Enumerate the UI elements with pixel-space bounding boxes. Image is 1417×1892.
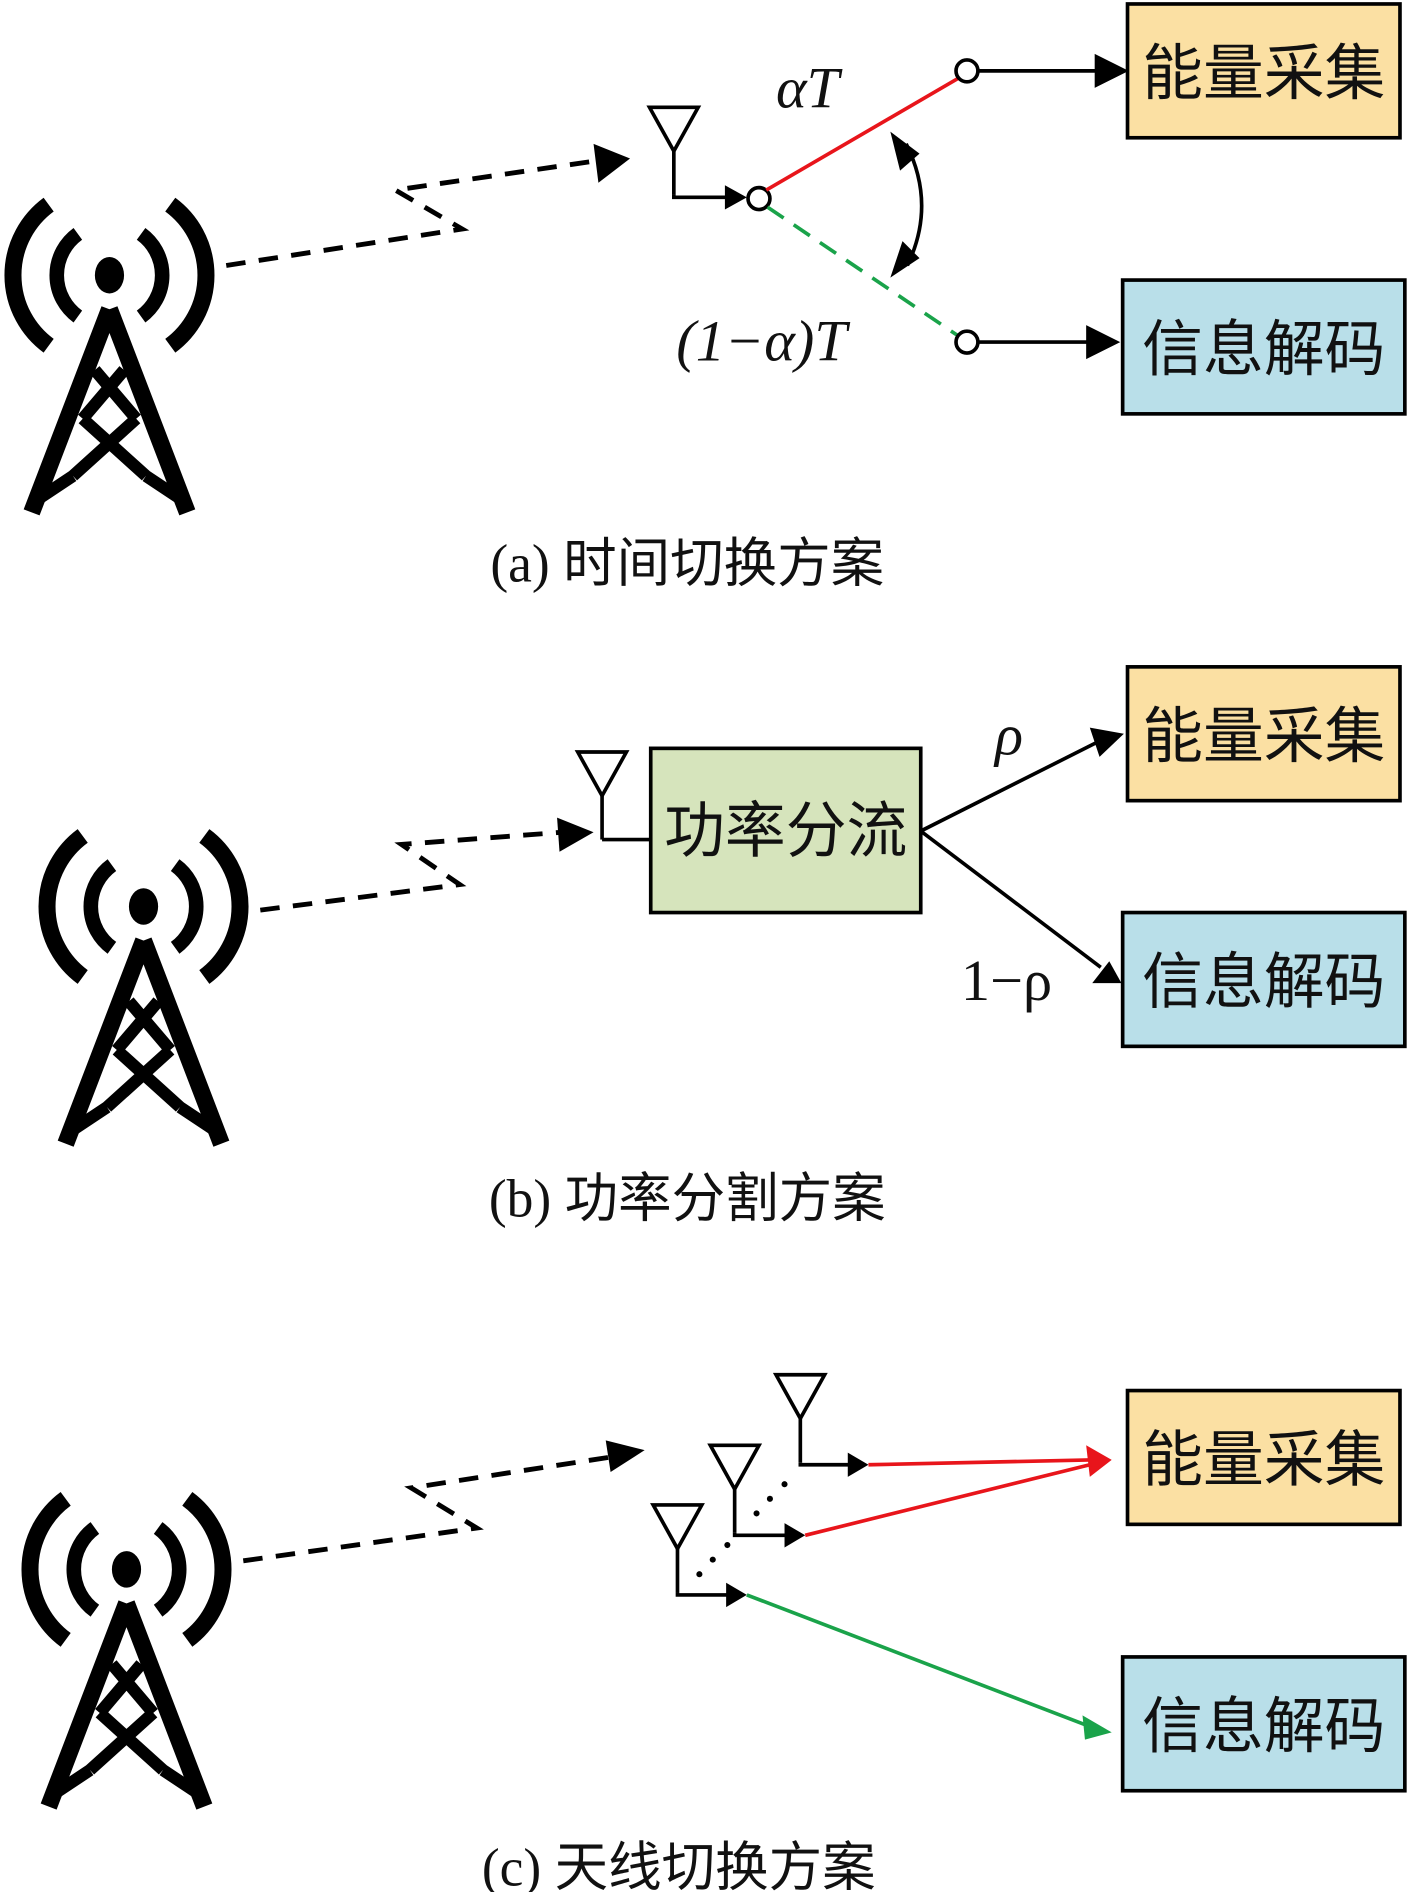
panel-b-caption: (b) 功率分割方案	[489, 1169, 886, 1229]
panel-a-caption: (a) 时间切换方案	[490, 534, 884, 594]
energy-path-line	[868, 1458, 1090, 1467]
power-splitter-box	[648, 746, 923, 915]
base-station-tower-icon	[30, 1499, 223, 1807]
wireless-signal-arrow-icon	[225, 143, 631, 268]
energy-harvesting-label: 能量采集	[1142, 39, 1385, 109]
wireless-signal-arrow-icon	[242, 1440, 645, 1564]
arrow-head-icon	[724, 185, 747, 210]
panel-a-time-switching: αT (1−α)T 能量采集 信息解码 (a) 时间切换方案	[13, 2, 1407, 594]
rho-label: ρ	[993, 702, 1023, 767]
switch-pivot	[746, 185, 772, 212]
one-minus-rho-label: 1−ρ	[961, 948, 1052, 1013]
energy-harvesting-label: 能量采集	[1142, 1426, 1385, 1496]
antenna-icon	[647, 105, 700, 197]
power-splitter-label: 功率分流	[664, 797, 907, 867]
energy-harvesting-box	[1125, 2, 1402, 140]
wireless-signal-arrow-icon	[259, 817, 594, 913]
energy-path-line	[804, 1462, 1091, 1538]
switch-contact-info	[954, 329, 980, 355]
energy-harvesting-box	[1125, 665, 1402, 803]
panel-b-power-splitting: 功率分流 ρ 1−ρ 能量采集 信息解码 (b) 功率分割方案	[47, 665, 1407, 1229]
information-decoding-label: 信息解码	[1142, 1692, 1385, 1762]
one-minus-alpha-t-label: (1−α)T	[676, 308, 850, 373]
antenna-icon	[651, 1503, 704, 1595]
information-decoding-box	[1120, 910, 1407, 1049]
information-decoding-box	[1120, 278, 1407, 416]
info-path-line	[746, 1593, 1093, 1730]
energy-harvesting-label: 能量采集	[1142, 702, 1385, 772]
info-path-line	[766, 205, 960, 338]
antenna-icon	[575, 750, 629, 842]
panel-c-caption: (c) 天线切换方案	[482, 1838, 876, 1892]
panel-c-antenna-switching: 能量采集 信息解码 (c) 天线切换方案	[30, 1372, 1407, 1892]
switch-contact-energy	[954, 58, 980, 84]
ellipsis-dots	[696, 1481, 788, 1578]
information-decoding-box	[1120, 1655, 1407, 1793]
antenna-icon	[774, 1372, 827, 1465]
base-station-tower-icon	[13, 205, 206, 513]
information-decoding-label: 信息解码	[1142, 315, 1385, 385]
base-station-tower-icon	[47, 836, 240, 1144]
energy-path-line	[765, 76, 960, 192]
energy-harvesting-box	[1125, 1388, 1402, 1527]
antenna-icon	[708, 1443, 761, 1535]
alpha-t-label: αT	[776, 55, 843, 120]
information-decoding-label: 信息解码	[1142, 948, 1385, 1018]
